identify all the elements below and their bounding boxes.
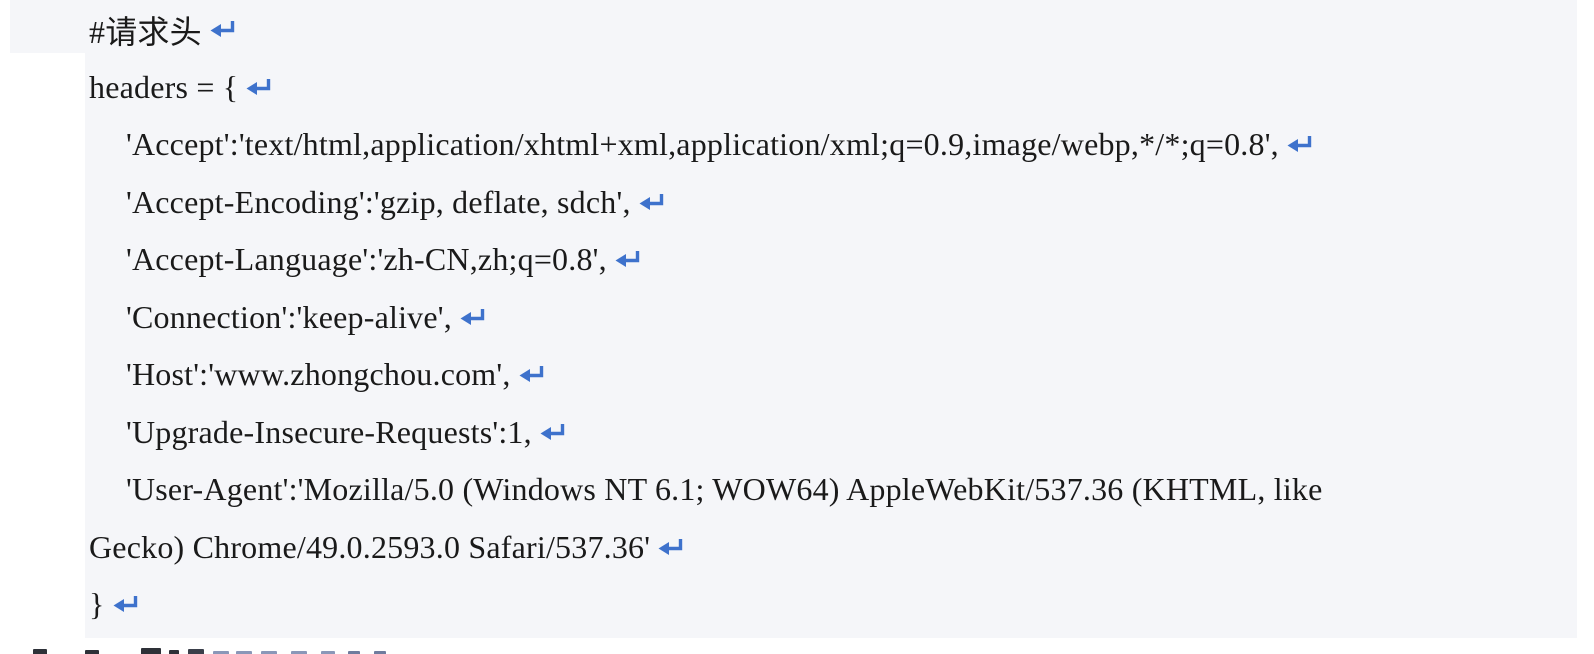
return-mark-icon — [657, 536, 684, 559]
code-text: Gecko) Chrome/49.0.2593.0 Safari/537.36' — [89, 528, 651, 565]
code-text: 'Accept-Language':'zh-CN,zh;q=0.8', — [126, 241, 607, 278]
code-line: headers = { — [0, 59, 1594, 117]
code-text: 'Accept':'text/html,application/xhtml+xm… — [126, 126, 1279, 163]
code-text: 'Upgrade-Insecure-Requests':1, — [126, 413, 532, 450]
code-line: 'Connection':'keep-alive', — [0, 289, 1594, 347]
code-line: Gecko) Chrome/49.0.2593.0 Safari/537.36' — [0, 519, 1594, 577]
code-line: 'Accept-Encoding':'gzip, deflate, sdch', — [0, 174, 1594, 232]
code-line: 'Host':'www.zhongchou.com', — [0, 346, 1594, 404]
code-lines: #请求头 headers = { — [0, 1, 1594, 634]
return-mark-icon — [245, 76, 272, 99]
code-text: 'Host':'www.zhongchou.com', — [126, 356, 511, 393]
code-line: 'Accept':'text/html,application/xhtml+xm… — [0, 116, 1594, 174]
code-text: } — [89, 586, 105, 623]
code-line: 'Accept-Language':'zh-CN,zh;q=0.8', — [0, 231, 1594, 289]
code-line: 'Upgrade-Insecure-Requests':1, — [0, 404, 1594, 462]
code-line: #请求头 — [0, 1, 1594, 59]
code-text: 'Connection':'keep-alive', — [126, 298, 452, 335]
code-text: #请求头 — [89, 13, 202, 50]
code-block-background — [85, 0, 1577, 638]
return-mark-icon — [518, 363, 545, 386]
code-text: 'Accept-Encoding':'gzip, deflate, sdch', — [126, 183, 631, 220]
return-mark-icon — [1286, 133, 1313, 156]
return-mark-icon — [638, 191, 665, 214]
return-mark-icon — [209, 18, 236, 41]
return-mark-icon — [459, 306, 486, 329]
code-text: headers = { — [89, 68, 239, 105]
return-mark-icon — [539, 421, 566, 444]
return-mark-icon — [614, 248, 641, 271]
clipped-text-tops — [0, 644, 1594, 654]
return-mark-icon — [112, 593, 139, 616]
code-line: } — [0, 576, 1594, 634]
code-line: 'User-Agent':'Mozilla/5.0 (Windows NT 6.… — [0, 461, 1594, 519]
code-text: 'User-Agent':'Mozilla/5.0 (Windows NT 6.… — [126, 471, 1323, 508]
